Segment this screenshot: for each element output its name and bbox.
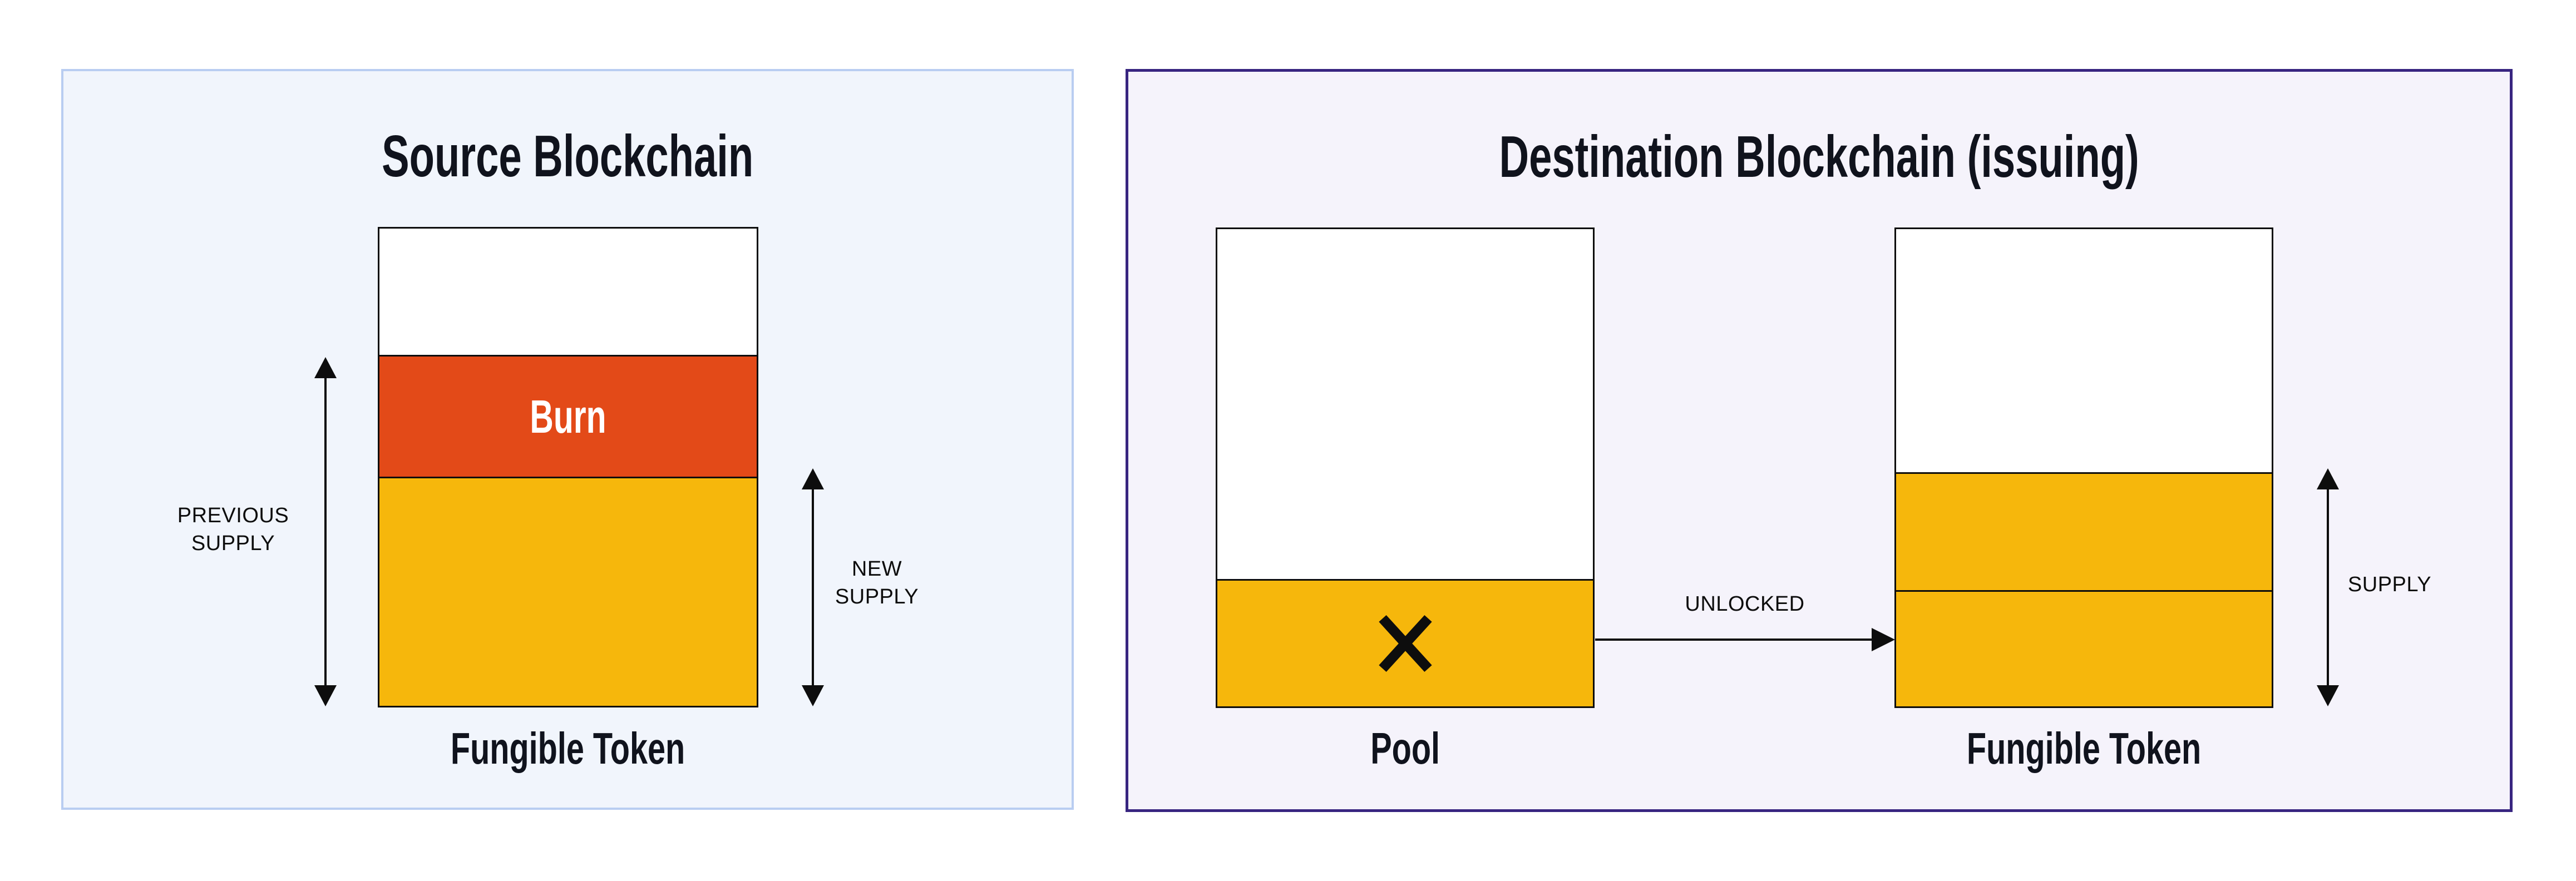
previous-supply-label: PREVIOUS SUPPLY (141, 502, 325, 557)
new-supply-label-line2: SUPPLY (835, 585, 919, 608)
destination-panel-title: Destination Blockchain (issuing) (1128, 115, 2510, 199)
previous-supply-label-line2: SUPPLY (191, 532, 275, 555)
destination-panel-title-text: Destination Blockchain (issuing) (1499, 123, 2139, 190)
source-panel-title: Source Blockchain (63, 115, 1072, 198)
unlocked-label-text: UNLOCKED (1685, 592, 1805, 616)
source-blockchain-panel: Source Blockchain Burn PREVIOUS SUPPLY (61, 69, 1074, 810)
token-bar-caption-text: Fungible Token (1966, 724, 2202, 773)
source-fungible-token-bar: Burn (378, 227, 758, 707)
unlocked-flow-arrow (1595, 628, 1895, 651)
supply-label: SUPPLY (2337, 571, 2442, 598)
supply-label-text: SUPPLY (2347, 573, 2432, 596)
supply-arrow (2317, 468, 2339, 706)
pool-bar-empty-segment (1217, 229, 1593, 579)
previous-supply-label-line1: PREVIOUS (177, 504, 289, 527)
pool-bar-caption: Pool (1216, 721, 1595, 776)
unlocked-label: UNLOCKED (1595, 590, 1895, 618)
source-bar-empty-segment (379, 229, 757, 355)
new-supply-arrow (802, 468, 824, 706)
token-bar-unlocked-supply-segment (1896, 590, 2272, 706)
new-supply-label: NEW SUPPLY (799, 555, 955, 611)
source-bar-new-supply-segment (379, 478, 757, 706)
source-panel-title-text: Source Blockchain (381, 123, 754, 189)
pool-bar-removed-segment (1217, 579, 1593, 706)
token-bar-caption: Fungible Token (1894, 721, 2273, 776)
source-bar-caption: Fungible Token (378, 721, 758, 776)
previous-supply-arrow (314, 357, 337, 706)
token-bar-empty-segment (1896, 229, 2272, 472)
source-bar-caption-text: Fungible Token (451, 724, 685, 773)
new-supply-label-line1: NEW (851, 557, 902, 581)
x-mark-icon (1378, 615, 1432, 672)
source-bar-burn-segment: Burn (379, 355, 757, 478)
destination-fungible-token-bar (1894, 227, 2273, 708)
burn-segment-label: Burn (530, 390, 606, 443)
pool-bar-caption-text: Pool (1370, 724, 1440, 773)
pool-bar (1216, 227, 1595, 708)
destination-blockchain-panel: Destination Blockchain (issuing) Pool UN… (1126, 69, 2513, 812)
token-bar-existing-supply-segment (1896, 472, 2272, 590)
